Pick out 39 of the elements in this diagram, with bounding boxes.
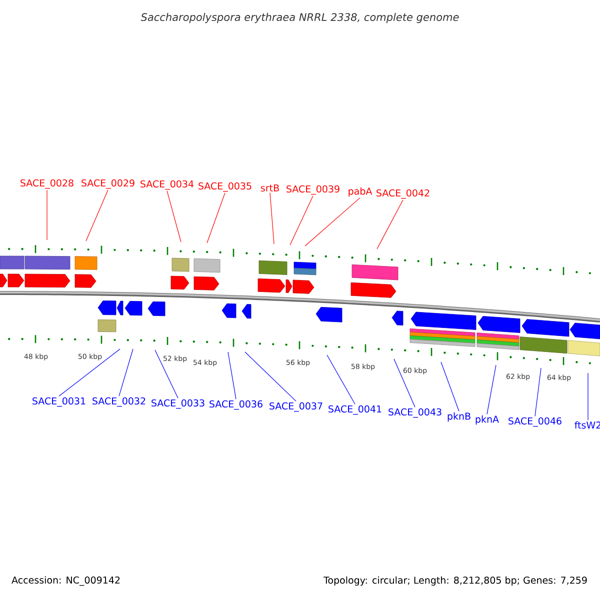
leader-line <box>270 192 274 244</box>
gene-label: SACE_0031 <box>32 397 86 407</box>
leader-line <box>304 198 360 246</box>
gene-label: pknA <box>476 415 499 425</box>
leader-line <box>376 200 404 250</box>
leader-line <box>534 368 542 416</box>
leader-line <box>440 362 460 412</box>
gene-label: SACE_0035 <box>198 182 252 192</box>
gene-label: SACE_0039 <box>286 185 340 195</box>
leader-line <box>228 352 236 400</box>
gene-label: SACE_0029 <box>82 179 134 189</box>
gene-label: SACE_0042 <box>376 189 430 199</box>
gene-label: SACE_0034 <box>140 180 194 190</box>
leader-line <box>394 358 416 408</box>
leader-line <box>290 196 314 246</box>
genome-summary-text: Topology: circular; Length: 8,212,805 bp; Genes: 7,259 <box>323 576 587 586</box>
leader-line <box>58 348 120 396</box>
gene-label: SACE_0028 <box>20 179 74 189</box>
leader-line <box>46 190 48 240</box>
leader-line <box>86 190 108 242</box>
accession-text: Accession: NC_009142 <box>12 576 120 586</box>
leader-line <box>326 354 356 404</box>
gene-label: pknB <box>448 412 470 422</box>
title: Saccharopolyspora erythraea NRRL 2338, complete genome <box>140 12 459 24</box>
gene-label: pabA <box>348 187 372 197</box>
leader-line <box>166 190 182 242</box>
gene-label: srtB <box>260 184 279 192</box>
leader-line <box>486 364 496 414</box>
leader-line <box>244 352 296 402</box>
leader-line <box>118 348 134 396</box>
gene-label: SACE_0043 <box>388 408 442 418</box>
gene-label: SACE_0037 <box>270 402 322 412</box>
gene-label: SACE_0036 <box>210 400 262 410</box>
gene-label: SACE_0032 <box>92 397 146 407</box>
leader-line <box>206 192 226 244</box>
leader-line <box>154 350 178 398</box>
gene-label: SACE_0046 <box>508 417 562 427</box>
gene-label: SACE_0041 <box>328 405 382 415</box>
gene-label: SACE_0033 <box>152 399 204 409</box>
